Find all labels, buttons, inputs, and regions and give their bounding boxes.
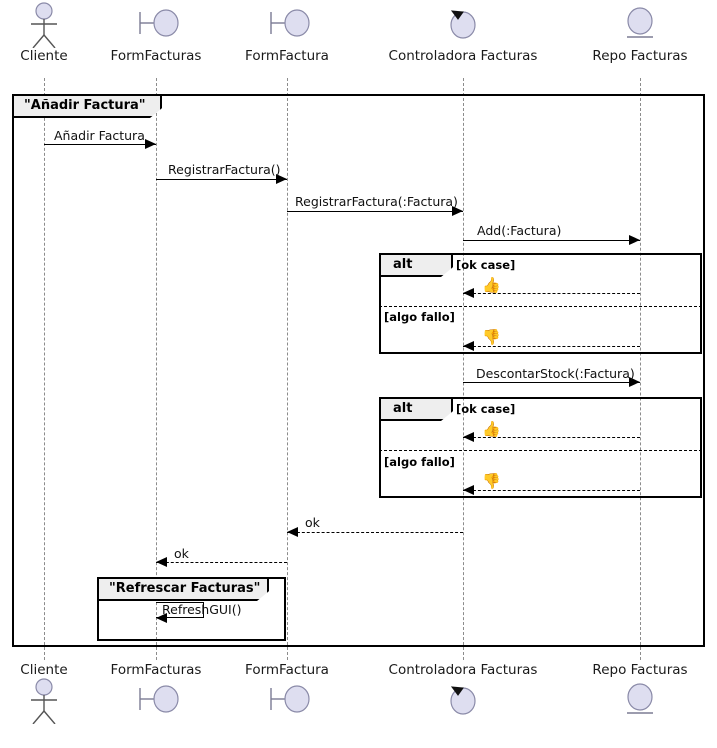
participant-icon-container xyxy=(177,678,397,724)
uml-entity-icon xyxy=(627,7,653,38)
message-line-m9 xyxy=(463,490,640,491)
message-line-m7 xyxy=(463,382,640,383)
message-line-m3 xyxy=(287,211,463,212)
participant-head-cliente[interactable]: Cliente xyxy=(0,2,154,64)
message-line-m6 xyxy=(463,346,640,347)
message-label-m5: 👍 xyxy=(482,276,501,294)
lifeline-cliente xyxy=(44,78,45,660)
uml-control-icon xyxy=(450,10,476,39)
message-line-m2 xyxy=(156,179,287,180)
participant-head-formfacturas[interactable]: FormFacturas xyxy=(46,2,266,64)
participant-icon-container xyxy=(46,678,266,724)
self-message-box-s1 xyxy=(156,602,204,618)
lifeline-repo-facturas xyxy=(640,78,641,660)
participant-label: Controladora Facturas xyxy=(388,662,538,678)
participant-head-repo-facturas[interactable]: Repo Facturas xyxy=(530,2,717,64)
message-label-m8: 👍 xyxy=(482,420,501,438)
message-label-m4: Add(:Factura) xyxy=(477,223,562,238)
actor-stick-figure-icon xyxy=(31,2,57,48)
participant-foot-controladora-facturas[interactable]: Controladora Facturas xyxy=(353,662,573,724)
participant-icon-container xyxy=(0,2,154,48)
participant-icon-container xyxy=(46,2,266,48)
participant-label: FormFactura xyxy=(245,662,329,678)
participant-head-formfactura[interactable]: FormFactura xyxy=(177,2,397,64)
participant-foot-formfactura[interactable]: FormFactura xyxy=(177,662,397,724)
alt-divider-alt2 xyxy=(379,450,702,451)
lifeline-formfacturas xyxy=(156,78,157,660)
fragment-label-outer: "Añadir Factura" xyxy=(14,96,162,118)
arrow-head-m8 xyxy=(463,432,474,442)
fragment-label-refrescar: "Refrescar Facturas" xyxy=(99,579,269,601)
message-line-m5 xyxy=(463,293,640,294)
participant-icon-container xyxy=(353,678,573,724)
uml-entity-icon xyxy=(627,683,653,714)
arrow-head-m1 xyxy=(145,139,156,149)
arrow-head-m10 xyxy=(287,527,298,537)
participant-foot-cliente[interactable]: Cliente xyxy=(0,662,154,724)
self-message-arrow-s1 xyxy=(156,613,167,623)
participant-label: Cliente xyxy=(20,48,68,64)
participant-icon-container xyxy=(177,2,397,48)
message-label-m11: ok xyxy=(174,546,189,561)
participant-icon-container xyxy=(530,2,717,48)
fragment-frame-alt2: alt xyxy=(379,397,702,498)
message-label-m3: RegistrarFactura(:Factura) xyxy=(295,194,458,209)
uml-boundary-icon xyxy=(270,685,310,713)
participant-icon-container xyxy=(353,2,573,48)
participant-label: FormFacturas xyxy=(110,48,202,64)
uml-boundary-icon xyxy=(139,9,179,37)
message-line-m11 xyxy=(156,562,287,563)
message-line-m8 xyxy=(463,437,640,438)
uml-boundary-icon xyxy=(270,9,310,37)
participant-label: Repo Facturas xyxy=(592,662,688,678)
uml-control-icon xyxy=(450,686,476,715)
fragment-frame-alt1: alt xyxy=(379,253,702,354)
participant-label: Cliente xyxy=(20,662,68,678)
fragment-frame-outer: "Añadir Factura" xyxy=(12,94,705,647)
message-label-m6: 👎 xyxy=(482,328,501,346)
fragment-label-alt2: alt xyxy=(381,399,453,421)
arrow-head-m5 xyxy=(463,288,474,298)
self-message-label-s1: RefreshGUI() xyxy=(162,602,242,617)
participant-label: Controladora Facturas xyxy=(388,48,538,64)
participant-foot-formfacturas[interactable]: FormFacturas xyxy=(46,662,266,724)
participant-label: Repo Facturas xyxy=(592,48,688,64)
uml-boundary-icon xyxy=(139,685,179,713)
arrow-head-m11 xyxy=(156,557,167,567)
arrow-head-m3 xyxy=(452,206,463,216)
message-label-m1: Añadir Factura xyxy=(54,128,145,143)
message-label-m7: DescontarStock(:Factura) xyxy=(476,366,635,381)
message-line-m1 xyxy=(44,144,156,145)
participant-foot-repo-facturas[interactable]: Repo Facturas xyxy=(530,662,717,724)
participant-icon-container xyxy=(0,678,154,724)
arrow-head-m2 xyxy=(276,174,287,184)
guard-condition: [ok case] xyxy=(456,402,516,416)
message-label-m2: RegistrarFactura() xyxy=(168,162,281,177)
arrow-head-m4 xyxy=(629,235,640,245)
message-line-m4 xyxy=(463,240,640,241)
fragment-frame-refrescar: "Refrescar Facturas" xyxy=(97,577,286,641)
actor-stick-figure-icon xyxy=(31,678,57,724)
arrow-head-m6 xyxy=(463,341,474,351)
participant-head-controladora-facturas[interactable]: Controladora Facturas xyxy=(353,2,573,64)
message-line-m10 xyxy=(287,532,463,533)
message-label-m9: 👎 xyxy=(482,472,501,490)
guard-condition: [algo fallo] xyxy=(384,455,455,469)
guard-condition: [ok case] xyxy=(456,258,516,272)
participant-label: FormFacturas xyxy=(110,662,202,678)
arrow-head-m9 xyxy=(463,485,474,495)
guard-condition: [algo fallo] xyxy=(384,310,455,324)
participant-icon-container xyxy=(530,678,717,724)
message-label-m10: ok xyxy=(305,515,320,530)
alt-divider-alt1 xyxy=(379,306,702,307)
lifeline-controladora-facturas xyxy=(463,78,464,660)
lifeline-formfactura xyxy=(287,78,288,660)
fragment-label-alt1: alt xyxy=(381,255,453,277)
arrow-head-m7 xyxy=(629,377,640,387)
participant-label: FormFactura xyxy=(245,48,329,64)
